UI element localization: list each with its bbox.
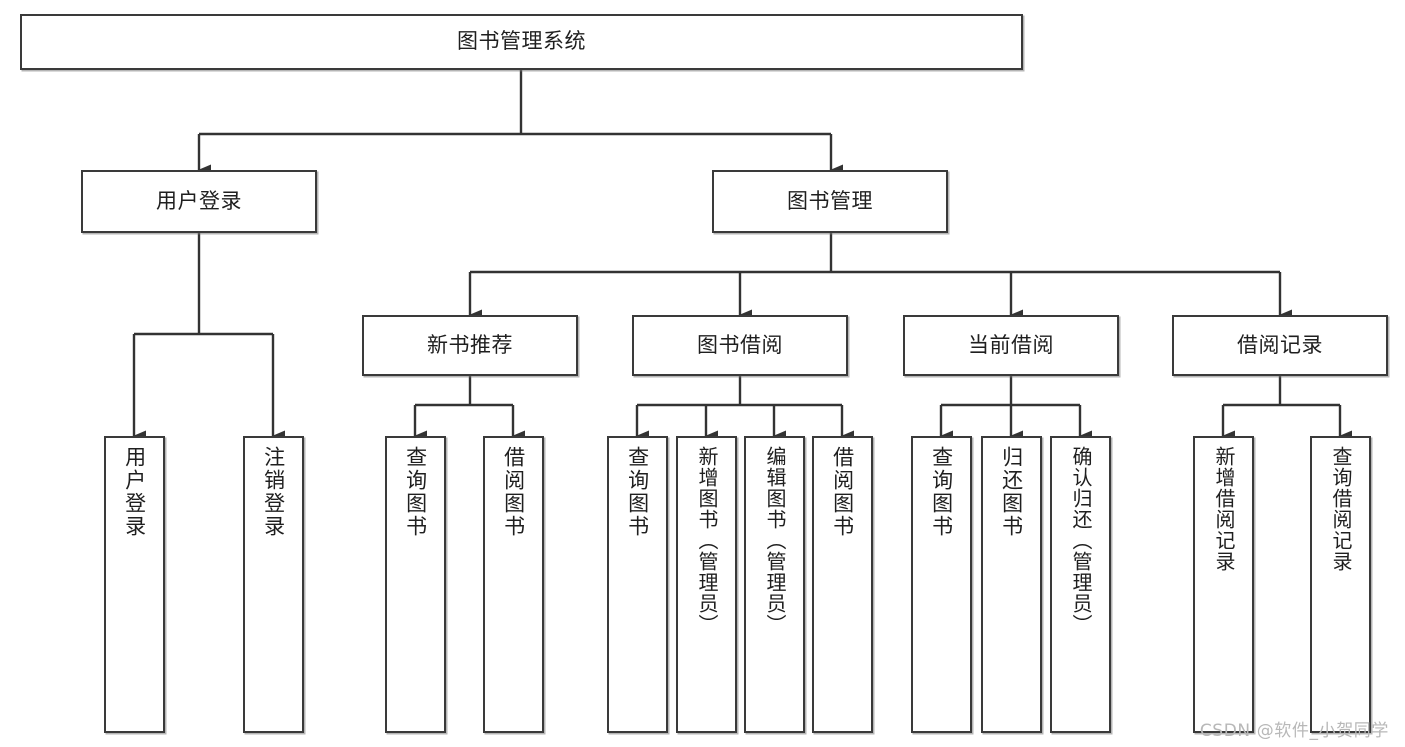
node-book-borrow[interactable]: 图书借阅 bbox=[632, 315, 848, 376]
csdn-watermark: CSDN @软件_小贺同学 bbox=[1199, 721, 1389, 741]
node-label: 借阅图书 bbox=[830, 446, 855, 538]
node-label: 新增图书（管理员） bbox=[695, 446, 719, 635]
node-leaf-add-borrow-record[interactable]: 新增借阅记录 bbox=[1193, 436, 1254, 733]
node-leaf-edit-book-admin[interactable]: 编辑图书（管理员） bbox=[744, 436, 805, 733]
node-leaf-add-book-admin[interactable]: 新增图书（管理员） bbox=[676, 436, 737, 733]
node-leaf-query-book-recommend[interactable]: 查询图书 bbox=[385, 436, 446, 733]
node-leaf-return-book[interactable]: 归还图书 bbox=[981, 436, 1042, 733]
node-label: 确认归还（管理员） bbox=[1069, 446, 1093, 635]
node-leaf-query-book-borrow[interactable]: 查询图书 bbox=[607, 436, 668, 733]
node-leaf-borrow-book[interactable]: 借阅图书 bbox=[812, 436, 873, 733]
node-label: 查询图书 bbox=[625, 446, 650, 538]
node-label: 图书借阅 bbox=[697, 332, 783, 357]
node-leaf-logout-login[interactable]: 注销登录 bbox=[243, 436, 304, 733]
node-label: 借阅图书 bbox=[501, 446, 526, 538]
node-borrow-record[interactable]: 借阅记录 bbox=[1172, 315, 1388, 376]
node-label: 编辑图书（管理员） bbox=[763, 446, 787, 635]
node-label: 借阅记录 bbox=[1237, 332, 1323, 357]
node-label: 图书管理系统 bbox=[457, 29, 586, 54]
node-label: 新增借阅记录 bbox=[1212, 446, 1236, 572]
node-user-login[interactable]: 用户登录 bbox=[81, 170, 317, 233]
node-label: 查询图书 bbox=[403, 446, 428, 538]
node-label: 新书推荐 bbox=[427, 332, 513, 357]
node-label: 用户登录 bbox=[156, 188, 242, 213]
node-book-management[interactable]: 图书管理 bbox=[712, 170, 948, 233]
node-leaf-borrow-book-recommend[interactable]: 借阅图书 bbox=[483, 436, 544, 733]
node-label: 用户登录 bbox=[122, 446, 147, 538]
node-leaf-query-borrow-record[interactable]: 查询借阅记录 bbox=[1310, 436, 1371, 733]
node-leaf-query-book-current[interactable]: 查询图书 bbox=[911, 436, 972, 733]
node-label: 归还图书 bbox=[999, 446, 1024, 538]
node-new-book-recommend[interactable]: 新书推荐 bbox=[362, 315, 578, 376]
node-root-book-management-system[interactable]: 图书管理系统 bbox=[20, 14, 1023, 70]
node-label: 图书管理 bbox=[787, 188, 873, 213]
node-current-borrow[interactable]: 当前借阅 bbox=[903, 315, 1119, 376]
node-leaf-user-login[interactable]: 用户登录 bbox=[104, 436, 165, 733]
node-leaf-confirm-return-admin[interactable]: 确认归还（管理员） bbox=[1050, 436, 1111, 733]
node-label: 查询图书 bbox=[929, 446, 954, 538]
node-label: 当前借阅 bbox=[968, 332, 1054, 357]
node-label: 注销登录 bbox=[261, 446, 286, 538]
node-label: 查询借阅记录 bbox=[1329, 446, 1353, 572]
